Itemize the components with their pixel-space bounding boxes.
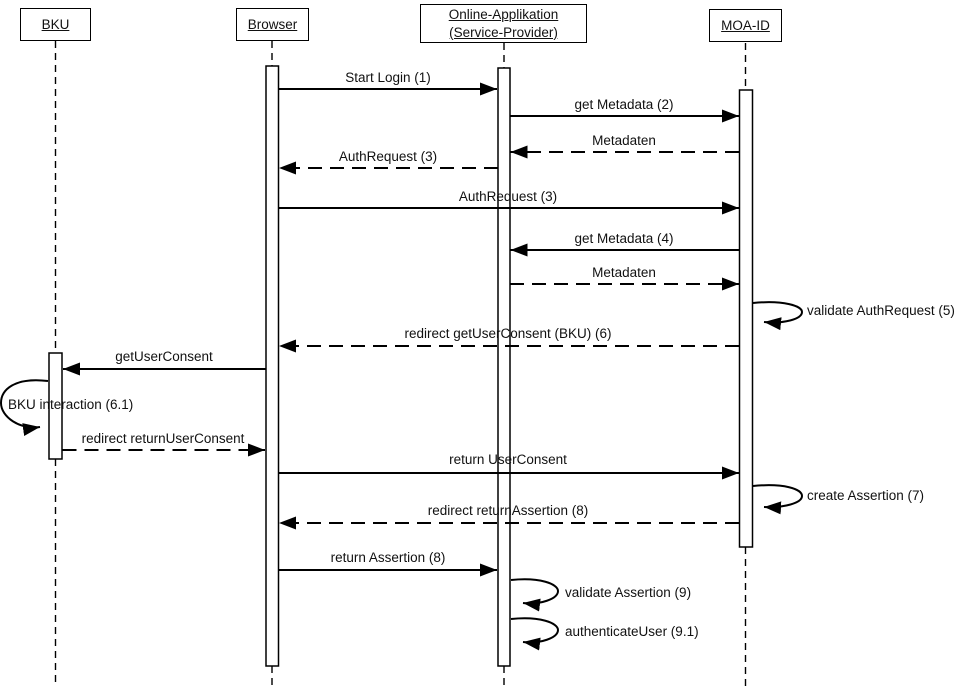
loop-validate-authrequest bbox=[752, 301, 804, 331]
browser-activation-bar bbox=[265, 65, 280, 667]
message-metadaten-2-label: Metadaten bbox=[592, 265, 656, 280]
message-create-assertion-label: create Assertion (7) bbox=[807, 488, 925, 503]
bku-activation-bar bbox=[48, 352, 63, 460]
message-redirect-getuserconsent-label: redirect getUserConsent (BKU) (6) bbox=[404, 326, 612, 341]
actor-moa-id: MOA-ID bbox=[709, 9, 782, 42]
message-get-metadata-4-label: get Metadata (4) bbox=[574, 231, 674, 246]
online-applikation-activation-bar bbox=[497, 67, 511, 667]
message-authrequest-forward-label: AuthRequest (3) bbox=[458, 189, 558, 204]
actor-online-applikation-label: Online-Applikation (Service-Provider) bbox=[448, 6, 559, 40]
message-getuserconsent-label: getUserConsent bbox=[115, 349, 213, 364]
actor-online-applikation: Online-Applikation (Service-Provider) bbox=[420, 4, 587, 43]
loop-validate-assertion bbox=[510, 578, 560, 612]
message-validate-assertion-label: validate Assertion (9) bbox=[565, 585, 692, 600]
message-authrequest-redirect-label: AuthRequest (3) bbox=[338, 149, 438, 164]
actor-browser: Browser bbox=[236, 8, 309, 41]
message-return-userconsent-label: return UserConsent bbox=[449, 452, 567, 467]
message-redirect-returnuserconsent-label: redirect returnUserConsent bbox=[81, 431, 245, 446]
dashed-arrows bbox=[62, 145, 739, 530]
message-start-login-label: Start Login (1) bbox=[345, 70, 431, 85]
message-bku-interaction-label: BKU interaction (6.1) bbox=[8, 397, 134, 412]
message-metadaten-1-label: Metadaten bbox=[592, 133, 656, 148]
loop-create-assertion bbox=[752, 484, 804, 515]
self-loops bbox=[0, 301, 804, 651]
solid-arrows bbox=[63, 82, 739, 577]
message-get-metadata-2-label: get Metadata (2) bbox=[574, 97, 674, 112]
message-return-assertion-label: return Assertion (8) bbox=[330, 550, 446, 565]
actor-bku-label: BKU bbox=[41, 16, 70, 32]
message-authenticateuser-label: authenticateUser (9.1) bbox=[565, 624, 699, 639]
message-redirect-returnassertion-label: redirect returnAssertion (8) bbox=[427, 503, 589, 518]
lifelines bbox=[54, 41, 747, 687]
actor-browser-label: Browser bbox=[247, 16, 298, 32]
actor-bku: BKU bbox=[20, 8, 91, 41]
message-validate-authrequest-label: validate AuthRequest (5) bbox=[807, 303, 955, 318]
loop-authenticateuser bbox=[510, 617, 560, 651]
activation-bars bbox=[48, 65, 754, 667]
actor-moa-id-label: MOA-ID bbox=[721, 17, 770, 33]
loop-bku-interaction bbox=[0, 379, 49, 436]
moa-id-activation-bar bbox=[738, 89, 754, 548]
